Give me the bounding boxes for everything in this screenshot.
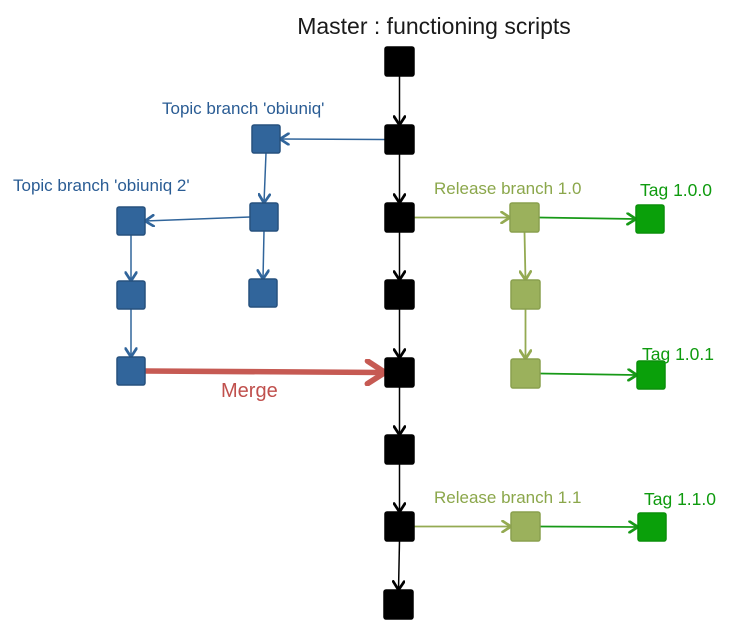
topic-branch-obiuniq-2-label: Topic branch 'obiuniq 2' [13,176,190,195]
commit-node-master-4 [384,279,415,310]
edge-topic1-2-to-topic1-3 [263,230,264,279]
tag-1-0-0-label: Tag 1.0.0 [640,180,712,200]
commit-node-topic2-1 [116,206,146,236]
edge-topic1-2-to-topic2-1 [145,217,251,221]
commit-node-tag-2 [636,360,666,390]
commit-node-master-5 [384,357,415,388]
commit-node-release-2 [510,279,541,310]
commit-node-master-6 [384,434,415,465]
commit-node-topic2-2 [116,280,146,310]
merge-label: Merge [221,380,278,402]
commit-node-release-3 [510,358,541,389]
edge-master-2-to-topic1-1 [280,139,386,140]
commit-node-tag-3 [637,512,667,542]
commit-node-topic2-3 [116,356,146,386]
topic-branch-obiuniq-label: Topic branch 'obiuniq' [162,99,325,118]
commit-node-topic1-2 [249,202,279,232]
commit-node-tag-1 [635,204,665,234]
commit-node-master-1 [384,46,415,77]
commit-node-master-3 [384,202,415,233]
merge-arrow [144,371,385,373]
commit-node-master-2 [384,124,415,155]
edge-release-3-to-tag-2 [539,374,637,376]
commit-node-topic1-3 [248,278,278,308]
tag-1-0-1-label: Tag 1.0.1 [642,344,714,364]
commit-node-release-1 [509,202,540,233]
release-branch-1-1-label: Release branch 1.1 [434,488,582,507]
commit-node-topic1-1 [251,124,281,154]
commit-node-master-8 [383,589,414,620]
edge-release-1-to-release-2 [525,231,526,280]
release-branch-1-0-label: Release branch 1.0 [434,179,582,198]
commit-node-master-7 [384,511,415,542]
edge-release-1-to-tag-1 [538,218,636,220]
commit-node-release-4 [510,511,541,542]
edge-master-7-to-master-8 [399,540,400,590]
tag-1-1-0-label: Tag 1.1.0 [644,489,716,509]
edge-topic1-1-to-topic1-2 [264,152,266,203]
diagram-title: Master : functioning scripts [297,13,571,39]
edge-release-4-to-tag-3 [539,527,638,528]
